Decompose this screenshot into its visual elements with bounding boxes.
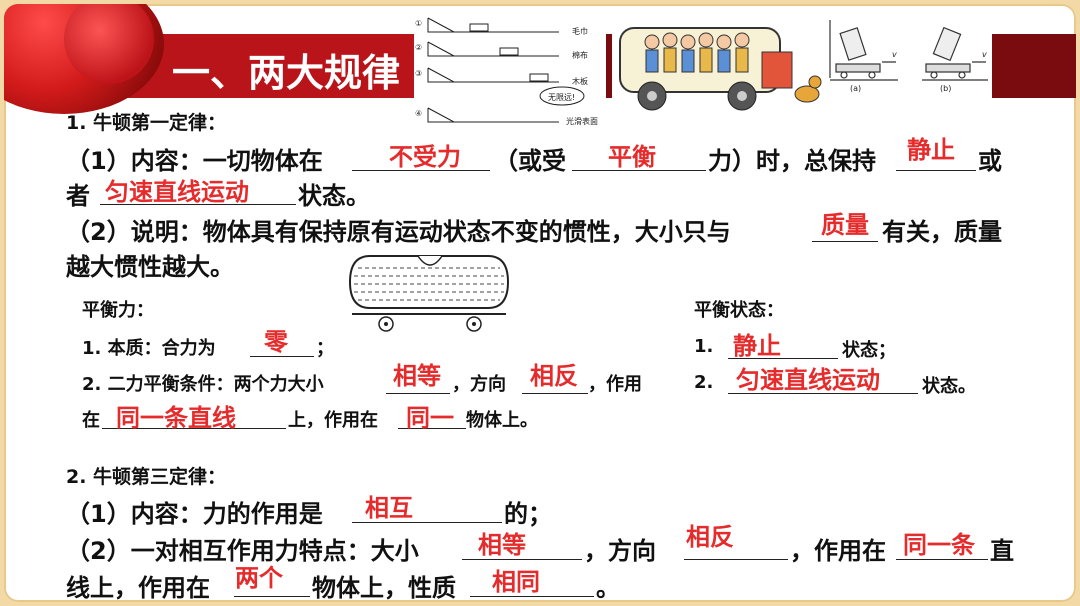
ramp-number-4: ④ xyxy=(415,109,423,118)
blank-mutual xyxy=(352,522,502,523)
ramp-experiment-image: ① ② ③ ④ 毛巾 棉布 木板 光滑表面 无限远! xyxy=(414,12,606,130)
sec1-explain-l1-a: （2）说明：物体具有保持原有运动状态不变的惯性，大小只与 xyxy=(66,218,731,246)
blank-same-line-2 xyxy=(896,559,988,560)
cart-caption-a: (a) xyxy=(850,84,862,93)
sec2-feature-c: ，作用在 xyxy=(790,537,886,565)
answer-bs-rest: 静止 xyxy=(733,332,781,360)
sec2-feature2-c: 。 xyxy=(596,574,620,602)
cart-axis-b: v xyxy=(982,50,987,59)
ramp-number-3: ③ xyxy=(415,69,423,78)
answer-same-obj: 同一 xyxy=(406,404,454,432)
sec2-feature2-a: 线上，作用在 xyxy=(66,574,210,602)
cart-diagram xyxy=(829,20,988,81)
sec1-content-l2-a: 者 xyxy=(66,182,90,210)
blank-equal xyxy=(386,393,450,394)
blank-mass xyxy=(812,241,878,242)
answer-bs-uniform: 匀速直线运动 xyxy=(736,366,880,394)
answer-mutual: 相互 xyxy=(365,494,413,522)
blank-opposite-2 xyxy=(684,559,788,560)
ramp-diagram xyxy=(427,17,585,123)
ramp-number-1: ① xyxy=(415,19,423,28)
blank-opposite xyxy=(522,393,588,394)
answer-balance: 平衡 xyxy=(608,143,656,171)
page-title: 一、两大规律 xyxy=(172,50,401,95)
blank-same xyxy=(470,596,594,597)
blank-rest xyxy=(896,170,976,171)
tank-car-drawing xyxy=(348,255,510,332)
ramp-bubble-text: 无限远! xyxy=(548,93,576,102)
ramp-label-wood: 木板 xyxy=(572,77,588,86)
answer-same-line: 同一条直线 xyxy=(116,404,236,432)
sec2-feature2-b: 物体上，性质 xyxy=(312,574,456,602)
bus-cartoon-image xyxy=(612,12,826,116)
boxing-glove-highlight xyxy=(64,4,154,84)
answer-zero: 零 xyxy=(264,328,288,356)
sec1-heading: 1. 牛顿第一定律： xyxy=(66,112,227,134)
bs-item1-num: 1. xyxy=(694,336,714,357)
bus-drawing xyxy=(619,27,822,111)
blank-equal-2 xyxy=(462,559,582,560)
sec1-content-l1-d: 或 xyxy=(978,147,1002,175)
blank-bs-rest xyxy=(728,358,838,359)
sec2-feature-a: （2）一对相互作用力特点：大小 xyxy=(66,537,419,565)
bs-item2-num: 2. xyxy=(694,372,714,393)
bs-item2-b: 状态。 xyxy=(922,376,976,397)
bf-item2-b: ，方向 xyxy=(452,374,506,395)
answer-rest: 静止 xyxy=(907,136,955,164)
cart-axis-a: v xyxy=(892,50,897,59)
sec1-content-l1-b: （或受 xyxy=(494,147,566,175)
bf-item2-a: 2. 二力平衡条件：两个力大小 xyxy=(82,374,324,395)
blank-no-force xyxy=(352,170,490,171)
blank-same-line xyxy=(102,428,286,429)
bf-item1-b: ； xyxy=(316,338,334,359)
blank-two xyxy=(234,596,310,597)
cart-diagram-image: (a) (b) v v xyxy=(826,18,992,98)
blank-uniform xyxy=(100,204,296,205)
bf-item3-a: 在 xyxy=(82,410,100,431)
answer-opposite-2: 相反 xyxy=(686,523,734,551)
balance-state-heading: 平衡状态： xyxy=(694,300,784,321)
tank-car-image xyxy=(344,248,514,336)
bf-item1-a: 1. 本质：合力为 xyxy=(82,338,216,359)
answer-two: 两个 xyxy=(235,564,283,592)
bf-item3-b: 上，作用在 xyxy=(288,410,378,431)
sec2-feature-b: ，方向 xyxy=(584,537,656,565)
blank-same-obj xyxy=(398,428,466,429)
blank-zero xyxy=(250,356,314,357)
sec1-content-l2-b: 状态。 xyxy=(298,182,370,210)
sec1-explain-l2: 越大惯性越大。 xyxy=(66,253,234,281)
ramp-label-cotton: 棉布 xyxy=(572,51,588,60)
sec2-content-a: （1）内容：力的作用是 xyxy=(66,500,323,528)
slide: 一、两大规律 ① ② ③ ④ 毛巾 棉布 木板 光滑表面 xyxy=(4,4,1076,602)
sec2-heading: 2. 牛顿第三定律： xyxy=(66,466,227,488)
ramp-label-towel: 毛巾 xyxy=(572,27,588,36)
blank-balance xyxy=(572,170,706,171)
bf-item2-c: ，作用 xyxy=(588,374,642,395)
answer-same: 相同 xyxy=(492,568,540,596)
bf-item3-c: 物体上。 xyxy=(466,410,538,431)
sec1-explain-l1-b: 有关，质量 xyxy=(882,218,1002,246)
answer-mass: 质量 xyxy=(821,211,869,239)
balance-force-heading: 平衡力： xyxy=(82,300,154,321)
blank-bs-uniform xyxy=(728,393,918,394)
sec2-content-b: 的； xyxy=(504,500,552,528)
answer-equal: 相等 xyxy=(393,362,441,390)
sec2-feature-d: 直 xyxy=(990,537,1014,565)
sec1-content-l1-c: 力）时，总保持 xyxy=(708,147,876,175)
answer-equal-2: 相等 xyxy=(478,531,526,559)
answer-no-force: 不受力 xyxy=(389,143,461,171)
cart-caption-b: (b) xyxy=(940,84,952,93)
ramp-number-2: ② xyxy=(415,43,423,52)
banner-red-band xyxy=(124,34,414,98)
answer-same-line-2: 同一条 xyxy=(903,531,975,559)
answer-uniform: 匀速直线运动 xyxy=(105,178,249,206)
sec1-content-l1-a: （1）内容：一切物体在 xyxy=(66,147,323,175)
answer-opposite: 相反 xyxy=(530,362,578,390)
bs-item1-b: 状态； xyxy=(842,340,896,361)
ramp-label-smooth: 光滑表面 xyxy=(566,117,598,126)
